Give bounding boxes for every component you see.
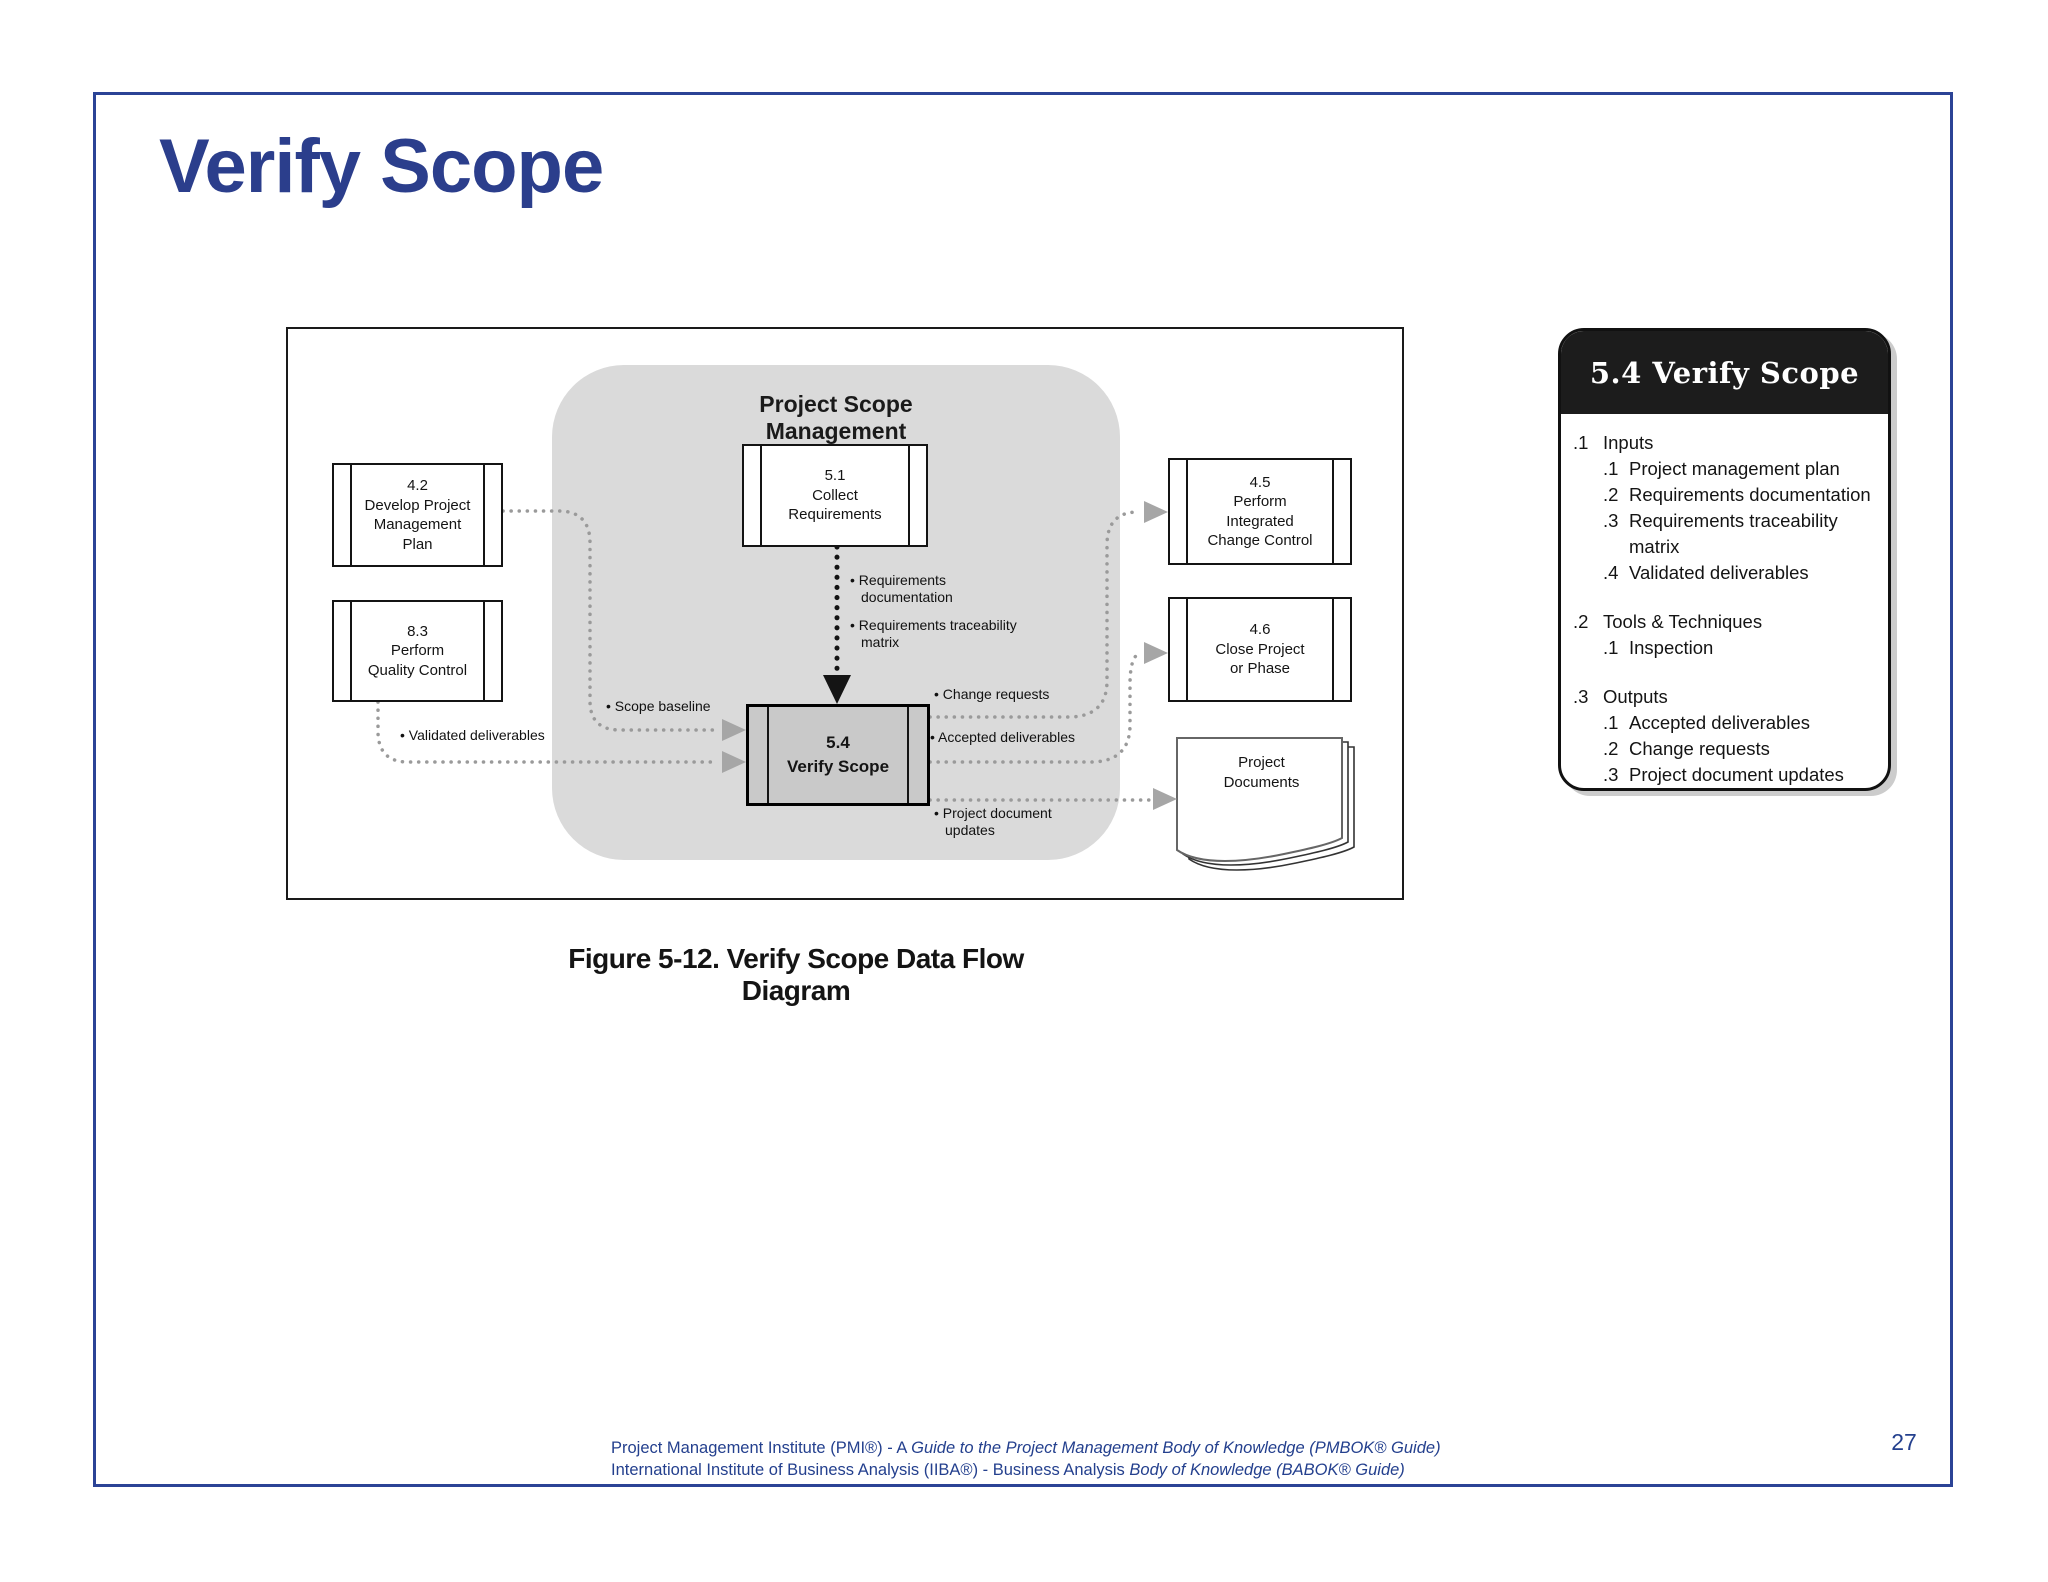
document-shape	[1176, 737, 1355, 871]
item-text: Project document updates	[1629, 764, 1844, 785]
process-box-4-2: 4.2 Develop Project Management Plan	[332, 463, 503, 567]
section-number: .1	[1573, 432, 1589, 453]
black-arrowhead-icon	[823, 675, 851, 704]
connector-83-to-54	[376, 700, 720, 764]
list-item: .2 Requirements documentation	[1603, 482, 1880, 508]
list-item: .1 Project management plan	[1603, 456, 1880, 482]
process-box-line: Perform	[1233, 493, 1287, 510]
item-number: .3	[1603, 510, 1619, 531]
item-number: .1	[1603, 458, 1619, 479]
doc-label-line: Project	[1238, 754, 1285, 771]
footer-citation: Project Management Institute (PMI®) - A …	[611, 1437, 1441, 1481]
list-item: .4 Validated deliverables	[1603, 560, 1880, 586]
list-item: .1 Inspection	[1603, 635, 1880, 661]
process-box-4-6: 4.6 Close Project or Phase	[1168, 597, 1352, 702]
card-section-inputs: .1 Inputs .1 Project management plan .2 …	[1573, 430, 1880, 586]
flow-label-scope-baseline: • Scope baseline	[606, 698, 711, 714]
page-number: 27	[1891, 1429, 1917, 1455]
process-summary-card: 5.4 Verify Scope .1 Inputs .1 Project ma…	[1558, 328, 1891, 791]
section-title: Tools & Techniques	[1603, 611, 1763, 632]
process-box-line: Integrated	[1226, 512, 1294, 530]
list-item: .2 Change requests	[1603, 736, 1880, 762]
project-documents-label: Project Documents	[1180, 753, 1343, 793]
process-box-line: 4.6	[1249, 621, 1271, 639]
arrowhead-icon	[1153, 788, 1177, 810]
footer-text: Project Management Institute (PMI®) - A	[611, 1439, 912, 1457]
arrowhead-icon	[722, 751, 746, 773]
item-text: Inspection	[1629, 637, 1714, 658]
process-box-line: Perform	[390, 642, 445, 660]
scope-management-container	[552, 365, 1120, 860]
diagram-graphics	[376, 365, 1355, 871]
process-box-line: Develop Project	[364, 496, 471, 514]
item-text: Accepted deliverables	[1629, 712, 1810, 733]
item-number: .1	[1603, 712, 1619, 733]
footer-text: International Institute of Business Anal…	[611, 1461, 1130, 1479]
section-title: Outputs	[1603, 686, 1668, 707]
page-title: Verify Scope	[159, 124, 604, 209]
flow-label-change-requests: • Change requests	[934, 686, 1050, 702]
card-body: .1 Inputs .1 Project management plan .2 …	[1561, 414, 1888, 788]
connector-42-to-54	[501, 509, 720, 732]
process-box-line: Management	[373, 516, 462, 533]
process-box-line: Verify Scope	[786, 757, 890, 776]
item-text: Project management plan	[1629, 458, 1840, 479]
card-section-tools: .2 Tools & Techniques .1 Inspection	[1573, 609, 1880, 661]
process-box-5-4: 5.4 Verify Scope	[746, 704, 930, 806]
arrowhead-icon	[1144, 501, 1168, 523]
process-box-line: Requirements	[788, 506, 882, 524]
section-number: .3	[1573, 686, 1589, 707]
connector-54-to-45	[928, 510, 1142, 719]
process-box-5-1: 5.1 Collect Requirements	[742, 444, 928, 547]
arrowhead-icon	[722, 719, 746, 741]
process-box-line: 4.5	[1249, 473, 1271, 491]
figure-caption: Figure 5-12. Verify Scope Data Flow Diag…	[568, 943, 1024, 1006]
process-box-line: Close Project	[1215, 640, 1305, 658]
doc-label-line: Documents	[1223, 774, 1300, 791]
process-box-line: 4.2	[407, 477, 428, 494]
scope-management-label: Project Scope Management	[759, 391, 913, 444]
item-text: Change requests	[1629, 738, 1770, 759]
item-text: Requirements traceability matrix	[1629, 510, 1838, 557]
data-flow-diagram: Project Scope Management 4.2 Develop Pro…	[286, 327, 1404, 900]
flow-label-project-document-updates: • Project document updates	[934, 805, 1052, 838]
section-title: Inputs	[1603, 432, 1654, 453]
process-box-8-3: 8.3 Perform Quality Control	[332, 600, 503, 702]
flow-label-accepted-deliverables: • Accepted deliverables	[930, 729, 1075, 745]
section-number: .2	[1573, 611, 1589, 632]
process-box-line: 8.3	[407, 622, 428, 640]
item-number: .4	[1603, 562, 1619, 583]
footer-line-2: International Institute of Business Anal…	[611, 1459, 1441, 1481]
item-text: Validated deliverables	[1629, 562, 1809, 583]
process-box-line: Change Control	[1207, 532, 1313, 549]
card-header: 5.4 Verify Scope	[1561, 331, 1888, 414]
process-box-line: Plan	[402, 535, 433, 553]
footer-line-1: Project Management Institute (PMI®) - A …	[611, 1437, 1441, 1459]
card-section-outputs: .3 Outputs .1 Accepted deliverables .2 C…	[1573, 684, 1880, 788]
process-box-line: Collect	[812, 486, 858, 504]
item-number: .3	[1603, 764, 1619, 785]
item-number: .2	[1603, 738, 1619, 759]
gray-arrowhead-icons	[722, 501, 1177, 810]
process-box-line: Quality Control	[367, 661, 468, 679]
process-box-4-5: 4.5 Perform Integrated Change Control	[1168, 458, 1352, 565]
footer-text-italic: Body of Knowledge (BABOK® Guide)	[1129, 1461, 1405, 1479]
footer-text-italic: Guide to the Project Management Body of …	[911, 1439, 1441, 1457]
process-box-line: 5.1	[824, 467, 846, 485]
slide-frame: Verify Scope	[93, 92, 1953, 1487]
item-number: .1	[1603, 637, 1619, 658]
flow-label-requirements-documentation: • Requirements documentation	[850, 572, 953, 605]
arrowhead-icon	[1144, 642, 1168, 664]
process-box-line: or Phase	[1229, 660, 1291, 678]
list-item: .3 Project document updates	[1603, 762, 1880, 788]
flow-label-requirements-traceability: • Requirements traceability matrix	[850, 617, 1017, 650]
process-box-line: 5.4	[826, 733, 850, 752]
list-item: .3 Requirements traceability matrix	[1603, 508, 1880, 560]
flow-label-validated-deliverables: • Validated deliverables	[400, 727, 545, 743]
item-number: .2	[1603, 484, 1619, 505]
item-text: Requirements documentation	[1629, 484, 1871, 505]
connector-54-to-46	[928, 651, 1144, 764]
list-item: .1 Accepted deliverables	[1603, 710, 1880, 736]
dotted-connectors	[376, 509, 1152, 802]
